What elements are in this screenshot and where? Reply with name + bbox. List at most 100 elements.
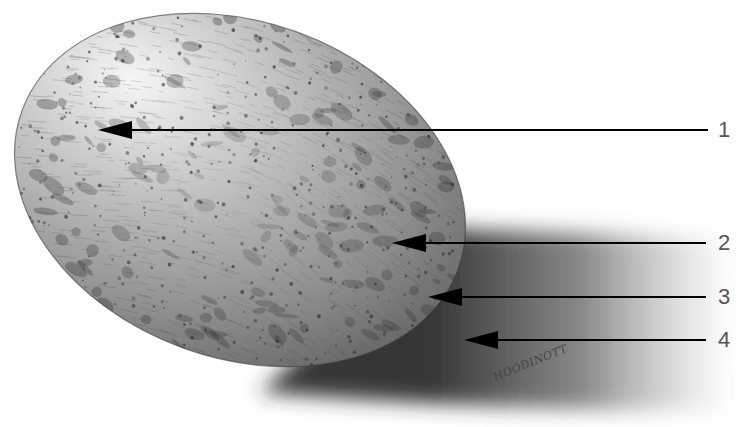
speckle-dot bbox=[61, 106, 65, 110]
speckle-dot bbox=[300, 205, 303, 208]
speckle-dot bbox=[212, 105, 217, 110]
speckle-dot bbox=[182, 343, 185, 346]
pencil-stroke bbox=[327, 359, 347, 370]
speckle-dot bbox=[96, 233, 99, 236]
pencil-stroke bbox=[331, 346, 350, 357]
speckle-dot bbox=[264, 342, 267, 345]
speckle bbox=[36, 98, 59, 110]
pencil-stroke bbox=[382, 163, 393, 169]
pencil-stroke bbox=[139, 21, 157, 30]
speckle-dot bbox=[187, 162, 191, 166]
pencil-stroke bbox=[282, 192, 296, 200]
pencil-stroke bbox=[323, 349, 341, 359]
speckle bbox=[252, 307, 267, 315]
pencil-stroke bbox=[274, 180, 289, 188]
speckle-dot bbox=[309, 183, 313, 187]
speckle-dot bbox=[39, 197, 43, 201]
speckle-dot bbox=[181, 25, 183, 27]
speckle bbox=[312, 229, 337, 253]
pencil-stroke bbox=[410, 181, 421, 187]
pencil-stroke bbox=[321, 55, 335, 61]
pencil-stroke bbox=[397, 194, 413, 203]
speckle bbox=[200, 140, 223, 147]
pencil-stroke bbox=[385, 110, 404, 119]
speckle-dot bbox=[311, 212, 316, 217]
pencil-stroke bbox=[382, 148, 392, 153]
speckle bbox=[264, 321, 290, 347]
pencil-stroke bbox=[302, 107, 309, 110]
speckle-dot bbox=[125, 93, 127, 95]
speckle-dot bbox=[77, 76, 81, 80]
speckle-dot bbox=[126, 260, 131, 265]
pencil-stroke bbox=[243, 280, 252, 284]
speckle-dot bbox=[334, 262, 338, 266]
pencil-stroke bbox=[311, 64, 321, 68]
speckle-dot bbox=[33, 129, 36, 132]
speckle bbox=[95, 142, 107, 154]
speckle-dot bbox=[423, 270, 428, 275]
leader-line bbox=[458, 296, 706, 298]
pencil-stroke bbox=[91, 87, 108, 96]
pencil-stroke bbox=[309, 43, 320, 47]
pencil-stroke bbox=[240, 281, 257, 289]
speckle-dot bbox=[360, 103, 362, 105]
pencil-stroke bbox=[328, 327, 336, 331]
speckle-dot bbox=[427, 134, 431, 138]
pencil-stroke bbox=[441, 212, 457, 221]
pencil-stroke bbox=[313, 71, 321, 74]
speckle-dot bbox=[260, 131, 263, 134]
pencil-stroke bbox=[167, 203, 181, 211]
speckle-dot bbox=[426, 218, 428, 220]
speckle-dot bbox=[295, 193, 298, 196]
pencil-stroke bbox=[202, 304, 216, 309]
pencil-stroke bbox=[272, 113, 280, 116]
pencil-stroke bbox=[130, 230, 139, 235]
pencil-stroke bbox=[196, 253, 212, 260]
pencil-stroke bbox=[298, 295, 312, 303]
pencil-stroke bbox=[96, 225, 104, 229]
speckle-dot bbox=[311, 164, 314, 167]
pencil-stroke bbox=[266, 115, 279, 120]
pencil-stroke bbox=[176, 224, 188, 230]
speckle-dot bbox=[232, 153, 236, 157]
speckle bbox=[119, 264, 136, 281]
speckle-dot bbox=[365, 309, 370, 314]
arrowhead bbox=[392, 234, 426, 252]
leader-arrows bbox=[98, 121, 708, 349]
pencil-stroke bbox=[266, 125, 274, 128]
speckle-dot bbox=[246, 195, 250, 199]
speckle-dot bbox=[117, 276, 122, 281]
speckle-dot bbox=[161, 300, 164, 303]
speckle-dot bbox=[324, 352, 326, 354]
speckle bbox=[249, 286, 266, 299]
speckle bbox=[64, 73, 84, 85]
speckle-dot bbox=[189, 322, 193, 326]
speckle-dot bbox=[295, 231, 298, 234]
speckle-dot bbox=[217, 347, 221, 351]
pencil-stroke bbox=[210, 178, 217, 182]
pencil-stroke bbox=[201, 250, 215, 256]
speckle-dot bbox=[263, 254, 267, 258]
pencil-stroke bbox=[59, 227, 72, 235]
speckle bbox=[354, 178, 367, 191]
speckle-dot bbox=[375, 103, 378, 106]
pencil-stroke bbox=[254, 177, 264, 181]
speckle-dot bbox=[384, 185, 387, 188]
pencil-stroke bbox=[169, 177, 180, 184]
speckle-dot bbox=[417, 267, 420, 270]
pencil-stroke bbox=[193, 229, 211, 238]
speckles bbox=[0, 0, 528, 427]
pencil-stroke bbox=[311, 262, 325, 271]
speckle-dot bbox=[126, 50, 129, 53]
pencil-stroke bbox=[71, 57, 79, 62]
pencil-stroke bbox=[304, 337, 318, 345]
speckle-dot bbox=[390, 146, 392, 148]
speckle bbox=[407, 198, 430, 221]
pencil-stroke bbox=[306, 267, 321, 276]
pencil-stroke bbox=[346, 262, 356, 268]
pencil-stroke bbox=[117, 213, 128, 220]
speckle-dot bbox=[329, 276, 333, 280]
arrowhead bbox=[428, 288, 462, 306]
pencil-stroke bbox=[407, 271, 426, 283]
pencil-stroke bbox=[140, 306, 158, 314]
